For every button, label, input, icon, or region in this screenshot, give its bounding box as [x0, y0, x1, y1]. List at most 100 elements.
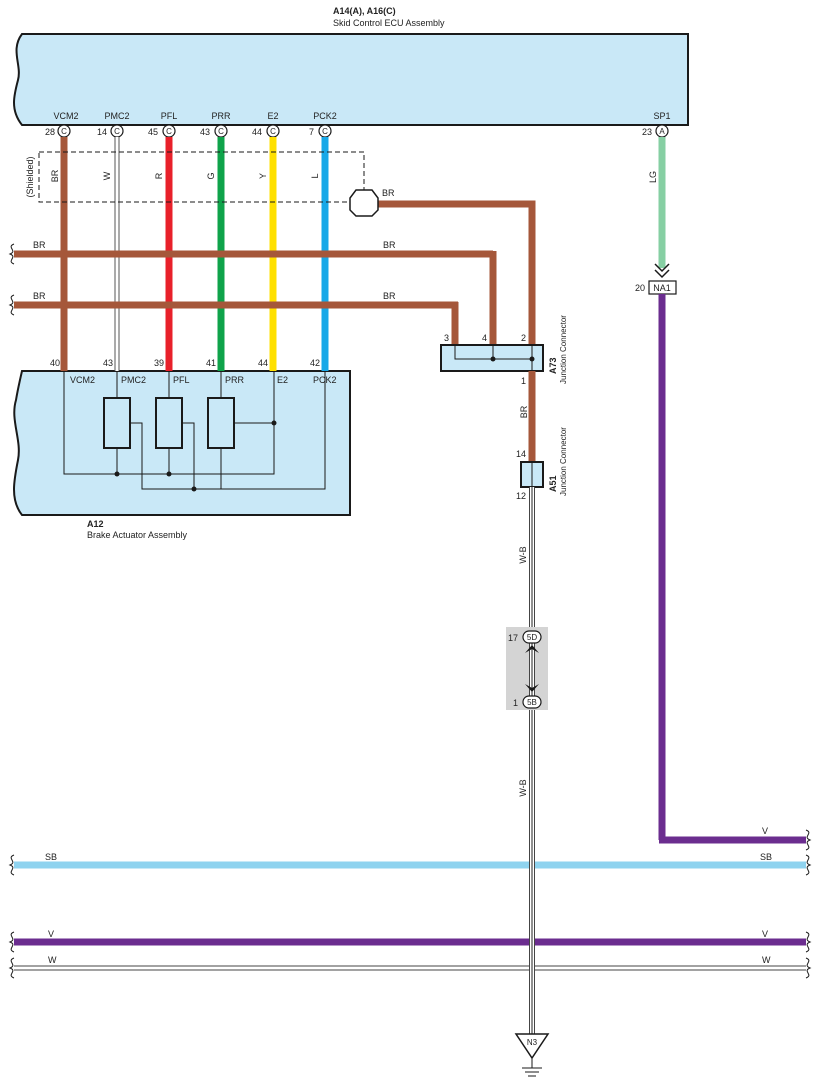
- wire-code: V: [48, 929, 54, 939]
- wire-code: V: [762, 929, 768, 939]
- wire-code: W-B: [518, 546, 528, 563]
- wire-code: W: [102, 171, 112, 180]
- arrow-down-icon: [525, 684, 539, 692]
- a73-box: [440, 344, 544, 372]
- actuator-pin-number: 39: [154, 358, 164, 368]
- bus-wire-sb: SB SB: [8, 852, 812, 876]
- ecu-pin-number: 45: [148, 127, 158, 137]
- actuator-pin-label: E2: [277, 375, 288, 385]
- ecu-pin-conn: C: [270, 127, 276, 136]
- ecu-pin-pfl: PFL 45 C: [148, 111, 178, 138]
- actuator-pin-label: PRR: [225, 375, 245, 385]
- junction-a73: 3 4 2 1 A73 Junction Connector: [440, 315, 568, 386]
- shield: (Shielded) BR: [25, 151, 536, 345]
- actuator-pin-number: 41: [206, 358, 216, 368]
- wire-code: W: [48, 955, 57, 965]
- connector-5b-mark: [522, 695, 542, 709]
- ecu-pin-label: PRR: [211, 111, 231, 121]
- actuator-pin-number: 40: [50, 358, 60, 368]
- a73-ref: A73: [548, 357, 558, 374]
- ecu-pin-number: 28: [45, 127, 55, 137]
- connector-bay: 5D 17 5B 1: [506, 627, 548, 710]
- ground-n3: N3: [514, 1033, 550, 1077]
- actuator-pin-label: PFL: [173, 375, 190, 385]
- ecu-pin-label: SP1: [653, 111, 670, 121]
- wire-code: L: [310, 173, 320, 178]
- arrow-up-icon: [525, 645, 539, 653]
- bus-wire-w: W W: [8, 955, 812, 979]
- actuator-pin-label: VCM2: [70, 375, 95, 385]
- a51-pin: 12: [516, 491, 526, 501]
- junction-a51: 14 12 A51 Junction Connector: [516, 427, 568, 501]
- sensor-element: [207, 397, 235, 449]
- a51-name: Junction Connector: [559, 427, 568, 496]
- a73-pin: 2: [521, 333, 526, 343]
- wire-code: LG: [648, 171, 658, 183]
- ecu-pin-number: 23: [642, 127, 652, 137]
- wire-code: SB: [45, 852, 57, 862]
- ecu-pin-conn: C: [322, 127, 328, 136]
- wire-code: V: [762, 826, 768, 836]
- shield-ground-octagon: [349, 189, 379, 217]
- actuator-pin-number: 43: [103, 358, 113, 368]
- ecu-pin-number: 44: [252, 127, 262, 137]
- a51-ref: A51: [548, 475, 558, 492]
- ecu-pin-number: 43: [200, 127, 210, 137]
- actuator-pin-label: PMC2: [121, 375, 146, 385]
- connector-5b-pin: 1: [513, 698, 518, 708]
- wire-codes: BR W R G Y L: [50, 169, 320, 182]
- na1-pin: 20: [635, 283, 645, 293]
- ecu-pin-conn: C: [61, 127, 67, 136]
- ecu-box: [13, 33, 689, 126]
- ecu-pin-vcm2: VCM2 28 C: [45, 111, 79, 138]
- ecu-pin-label: PMC2: [104, 111, 129, 121]
- wire-code: BR: [382, 188, 395, 198]
- ecu-pin-label: PFL: [161, 111, 178, 121]
- ecu-ref: A14(A), A16(C): [333, 6, 396, 16]
- wire-code: BR: [50, 169, 60, 182]
- wire-code: BR: [33, 240, 46, 250]
- left-br-wires: BR BR BR BR: [8, 240, 497, 345]
- actuator-assembly: A12 Brake Actuator Assembly VCM2 PMC2 PF…: [13, 358, 351, 540]
- ecu-pin-conn: C: [114, 127, 120, 136]
- wire-code: R: [154, 172, 164, 179]
- wire-code: G: [206, 172, 216, 179]
- wire-code: BR: [33, 291, 46, 301]
- ecu-pin-e2: E2 44 C: [252, 111, 280, 138]
- actuator-name: Brake Actuator Assembly: [87, 530, 188, 540]
- a73-pin: 3: [444, 333, 449, 343]
- connector-5b-label: 5B: [527, 698, 537, 707]
- ecu-pin-number: 14: [97, 127, 107, 137]
- connector-5d-pin: 17: [508, 633, 518, 643]
- connector-5d-label: 5D: [527, 633, 537, 642]
- a73-name: Junction Connector: [559, 315, 568, 384]
- shield-outline: [38, 151, 365, 203]
- actuator-internal-circuit: [63, 371, 326, 492]
- connector-arrow-icon: [654, 269, 670, 279]
- a73-pin: 1: [521, 376, 526, 386]
- wire-code: W: [762, 955, 771, 965]
- ecu-name: Skid Control ECU Assembly: [333, 18, 445, 28]
- ground-triangle: [514, 1033, 550, 1060]
- ecu-pin-label: E2: [267, 111, 278, 121]
- sensor-element: [103, 397, 131, 449]
- bus-wire-v: V V: [8, 929, 812, 953]
- sp1-circuit: LG NA1 20 V: [635, 137, 812, 851]
- sensor-element: [155, 397, 183, 449]
- actuator-pin-number: 44: [258, 358, 268, 368]
- wire-code: BR: [383, 240, 396, 250]
- ground-label: N3: [527, 1038, 538, 1047]
- actuator-pin-number: 42: [310, 358, 320, 368]
- ecu-pin-number: 7: [309, 127, 314, 137]
- ecu-pin-conn: A: [659, 127, 665, 136]
- a73-pin: 4: [482, 333, 487, 343]
- ecu-pin-conn: C: [166, 127, 172, 136]
- wire-code: SB: [760, 852, 772, 862]
- wire-code: Y: [258, 173, 268, 179]
- wire-code: BR: [519, 405, 529, 418]
- ecu-pin-conn: C: [218, 127, 224, 136]
- na1-label: NA1: [653, 283, 671, 293]
- wire-code: BR: [383, 291, 396, 301]
- a51-pin: 14: [516, 449, 526, 459]
